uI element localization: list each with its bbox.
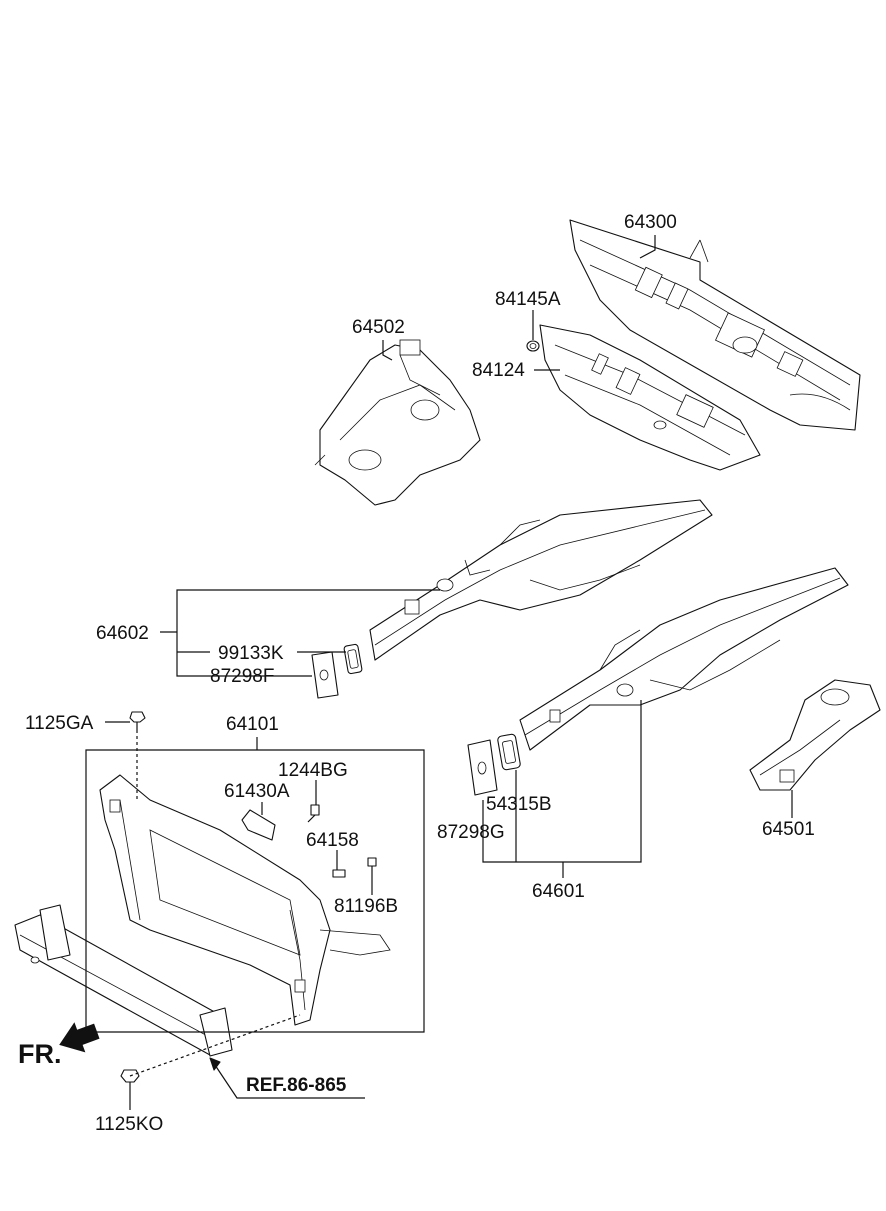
- label-64502: 64502: [352, 317, 405, 338]
- label-1125KO: 1125KO: [95, 1114, 163, 1135]
- part-plate-87298F: [311, 651, 339, 699]
- part-radiator-support-64101: [99, 774, 391, 1026]
- part-bracket-61430A: [241, 809, 276, 841]
- front-direction-arrow: [59, 1022, 100, 1053]
- part-bolt-1125GA: [129, 711, 146, 730]
- part-bolt-1244BG: [307, 804, 320, 823]
- label-87298F: 87298F: [210, 666, 274, 687]
- label-54315B: 54315B: [486, 794, 552, 815]
- part-dash-panel-upper: [569, 219, 861, 431]
- part-bracket-99133K: [343, 643, 363, 675]
- part-strut-house-64501: [749, 679, 881, 791]
- part-bolt-81196B: [367, 857, 377, 867]
- label-87298G: 87298G: [437, 822, 505, 843]
- part-bracket-54315B: [497, 733, 521, 771]
- label-64501: 64501: [762, 819, 815, 840]
- label-64300: 64300: [624, 212, 677, 233]
- label-64101: 64101: [226, 714, 279, 735]
- part-side-member-64602: [369, 499, 713, 661]
- label-64601: 64601: [532, 881, 585, 902]
- part-grommet-84145A: [526, 340, 540, 352]
- leader-lines: [85, 235, 793, 1110]
- part-side-member-64601: [519, 567, 849, 751]
- label-1125GA: 1125GA: [25, 713, 94, 734]
- part-latch-64158: [332, 869, 346, 878]
- label-84124: 84124: [472, 360, 525, 381]
- label-64158: 64158: [306, 830, 359, 851]
- part-plate-87298G: [467, 739, 498, 796]
- label-99133K: 99133K: [218, 643, 284, 664]
- label-61430A: 61430A: [224, 781, 290, 802]
- part-strut-house-64502: [314, 339, 481, 506]
- label-81196B: 81196B: [334, 896, 398, 917]
- part-dash-panel-lower: [539, 324, 761, 471]
- label-front: FR.: [18, 1039, 62, 1069]
- label-1244BG: 1244BG: [278, 760, 348, 781]
- label-84145A: 84145A: [495, 289, 561, 310]
- label-ref-86-865: REF.86-865: [246, 1075, 347, 1096]
- label-64602: 64602: [96, 623, 149, 644]
